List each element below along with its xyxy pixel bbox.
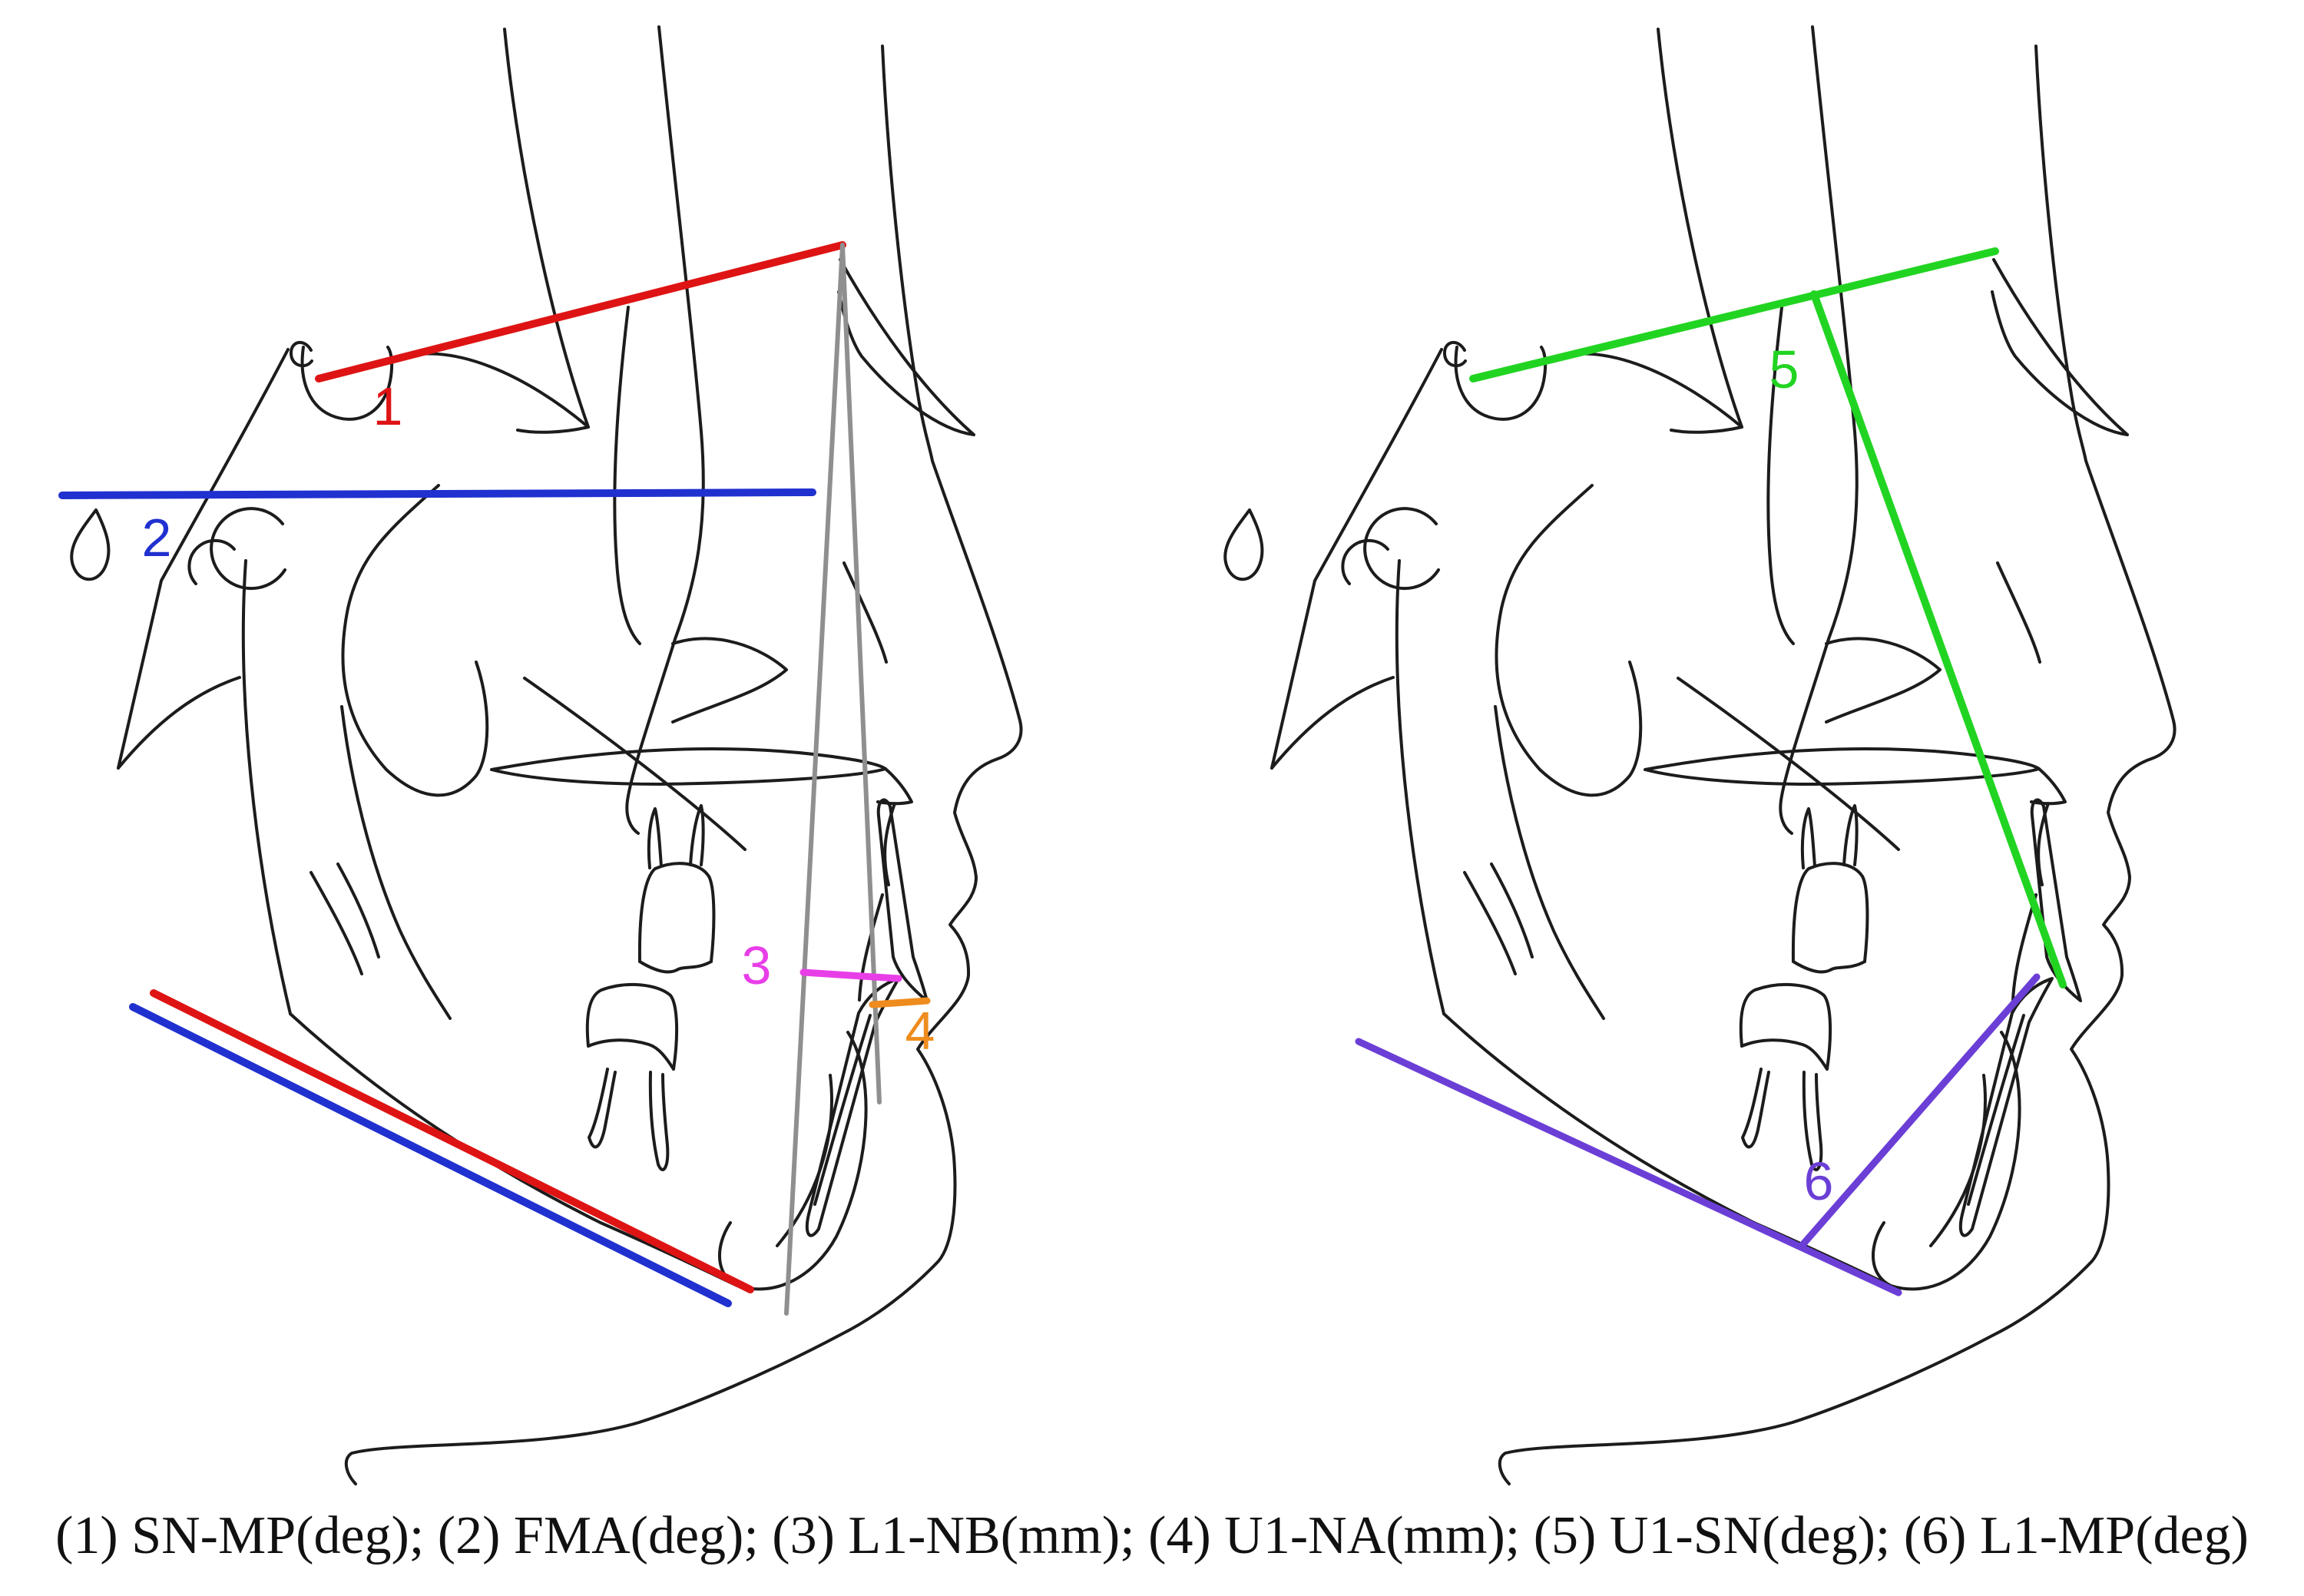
cranial-base-diagonals-path — [1270, 348, 1443, 770]
anterior-ramus-path — [1494, 705, 1605, 1020]
sn-line-red — [315, 241, 846, 382]
symphysis-path — [1871, 1031, 2021, 1291]
fh-line-blue — [58, 488, 816, 499]
upper-molar-path — [637, 804, 716, 974]
upper-alveolar-path — [858, 893, 884, 1002]
measurement-label-5: 5 — [1769, 339, 1799, 399]
cranial-arc-a-path — [1657, 28, 1743, 429]
pterygomaxillary-fissure-path — [1825, 637, 1942, 723]
orbital-curve-path — [1996, 561, 2041, 664]
condyle-path — [1341, 507, 1440, 591]
pterygoid-curve-path — [613, 306, 641, 645]
cranial-arc-b-path — [1779, 25, 1859, 835]
zygomatic-line-path — [1677, 677, 1900, 851]
mp-line-purple — [1355, 1038, 1902, 1296]
nb-line-gray — [784, 243, 845, 1316]
measurement-label-4: 4 — [905, 1001, 935, 1061]
pterygoid-curve-path — [1766, 306, 1795, 645]
mp-line-red — [150, 989, 754, 1293]
u1-axis-green — [1810, 290, 2067, 988]
lower-incisor-path — [1958, 977, 2054, 1237]
nasal-bone-path — [1991, 258, 2129, 436]
anterior-ramus-path — [340, 705, 452, 1020]
sn-line-green — [1469, 247, 1999, 382]
porion-teardrop-path — [70, 508, 111, 581]
oblique-line-slashes-path — [1463, 863, 1534, 975]
measurement-label-2: 2 — [142, 508, 172, 568]
maxilla-curve-path — [341, 484, 489, 797]
zygomatic-line-path — [523, 677, 746, 851]
u1-na-line-orange — [869, 997, 931, 1008]
lower-alveolar-path — [1967, 1014, 2025, 1206]
l1-axis-purple — [1798, 973, 2041, 1250]
palate-path — [1644, 747, 2041, 786]
orbital-curve-path — [842, 561, 888, 664]
cranial-arc-b-path — [625, 25, 705, 835]
right-tracing — [1223, 25, 2177, 1485]
na-line-gray — [840, 243, 882, 1104]
mp-line-blue — [129, 1003, 732, 1307]
caption: (1) SN-MP(deg); (2) FMA(deg); (3) L1-NB(… — [55, 1506, 2249, 1565]
palate-path — [490, 747, 887, 786]
cranial-arc-a-path — [503, 28, 590, 429]
porion-teardrop-path — [1223, 508, 1264, 581]
pterygomaxillary-fissure-path — [671, 637, 788, 723]
oblique-line-slashes-path — [310, 863, 380, 975]
soft-tissue-profile-path — [1498, 45, 2177, 1485]
condyle-path — [187, 507, 286, 591]
measurement-label-6: 6 — [1804, 1151, 1834, 1211]
lower-molar-path — [1739, 982, 1832, 1171]
l1-nb-line-magenta — [799, 969, 902, 982]
upper-incisor-path — [876, 798, 929, 1002]
soft-tissue-profile-path — [344, 45, 1023, 1485]
cranial-base-diagonals-path — [117, 348, 290, 770]
sella-turcica-path — [290, 341, 394, 421]
lower-alveolar-path — [813, 1014, 872, 1206]
measurement-label-1: 1 — [373, 376, 403, 436]
measurement-label-3: 3 — [742, 935, 772, 995]
lower-molar-path — [585, 982, 679, 1171]
upper-molar-path — [1791, 804, 1869, 974]
maxilla-curve-path — [1495, 484, 1643, 797]
